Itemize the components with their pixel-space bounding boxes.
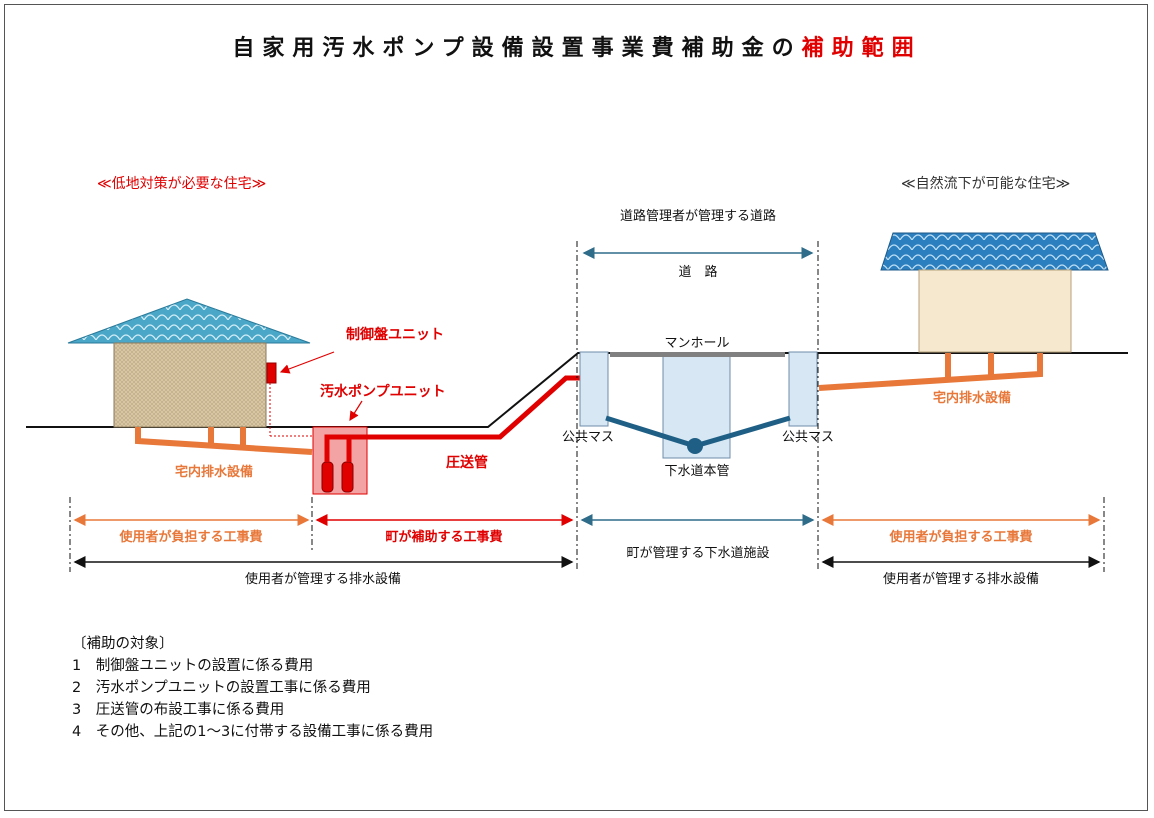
manhole-label: マンホール [664,336,729,351]
pressure-pipe-label: 圧送管 [446,454,488,471]
subsidy-item: 2 汚水ポンプユニットの設置工事に係る費用 [72,680,371,696]
subsidy-list: 〔補助の対象〕 1 制御盤ユニットの設置に係る費用 2 汚水ポンプユニットの設置… [72,633,433,743]
public-basin-left [579,351,609,427]
control-panel-box [266,362,277,384]
right-house-label: ≪自然流下が可能な住宅≫ [901,175,1070,192]
left-house-wall [113,342,267,428]
manhole-cover [610,352,785,357]
title-highlight: 補助範囲 [801,36,922,61]
user-drain-left-label: 使用者が管理する排水設備 [245,571,401,587]
page-frame [4,4,1148,811]
user-cost-left-label: 使用者が負担する工事費 [118,529,262,545]
control-panel-label: 制御盤ユニット [346,326,444,343]
right-indoor-drain [818,353,1043,391]
page-title: 自家用汚水ポンプ設備設置事業費補助金の補助範囲 [0,30,1154,62]
pump-cylinder [321,461,334,493]
town-subsidy-label: 町が補助する工事費 [385,529,502,545]
subsidy-item: 4 その他、上記の1～3に付帯する設備工事に係る費用 [72,724,434,740]
public-basin-right-label: 公共マス [782,430,834,445]
control-panel-pointer [279,351,335,374]
subsidy-item: 1 制御盤ユニットの設置に係る費用 [72,658,314,674]
left-house-roof [67,298,311,344]
pump-unit-pointer [349,400,363,422]
pressure-pipe [324,375,580,462]
sewer-main-pipe [687,438,703,454]
pump-unit-label: 汚水ポンプユニット [320,383,446,400]
user-cost-right-label: 使用者が負担する工事費 [888,529,1032,545]
right-house-wall [918,269,1072,353]
title-main: 自家用汚水ポンプ設備設置事業費補助金の [232,36,802,61]
road-label: 道 路 [678,264,717,280]
road-manager-label: 道路管理者が管理する道路 [620,208,776,224]
subsidy-heading: 〔補助の対象〕 [72,636,174,652]
left-indoor-drain [135,427,313,455]
town-sewer-label: 町が管理する下水道施設 [626,545,769,561]
left-house-label: ≪低地対策が必要な住宅≫ [97,175,266,192]
indoor-drain-left-label: 宅内排水設備 [175,464,253,480]
public-basin-right [788,351,818,427]
right-house-roof [880,232,1109,271]
public-basin-left-label: 公共マス [562,430,614,445]
pump-cylinder [341,461,354,493]
indoor-drain-right-label: 宅内排水設備 [933,390,1011,406]
subsidy-item: 3 圧送管の布設工事に係る費用 [72,702,285,718]
user-drain-right-label: 使用者が管理する排水設備 [883,571,1039,587]
sewer-main-label: 下水道本管 [664,464,729,479]
